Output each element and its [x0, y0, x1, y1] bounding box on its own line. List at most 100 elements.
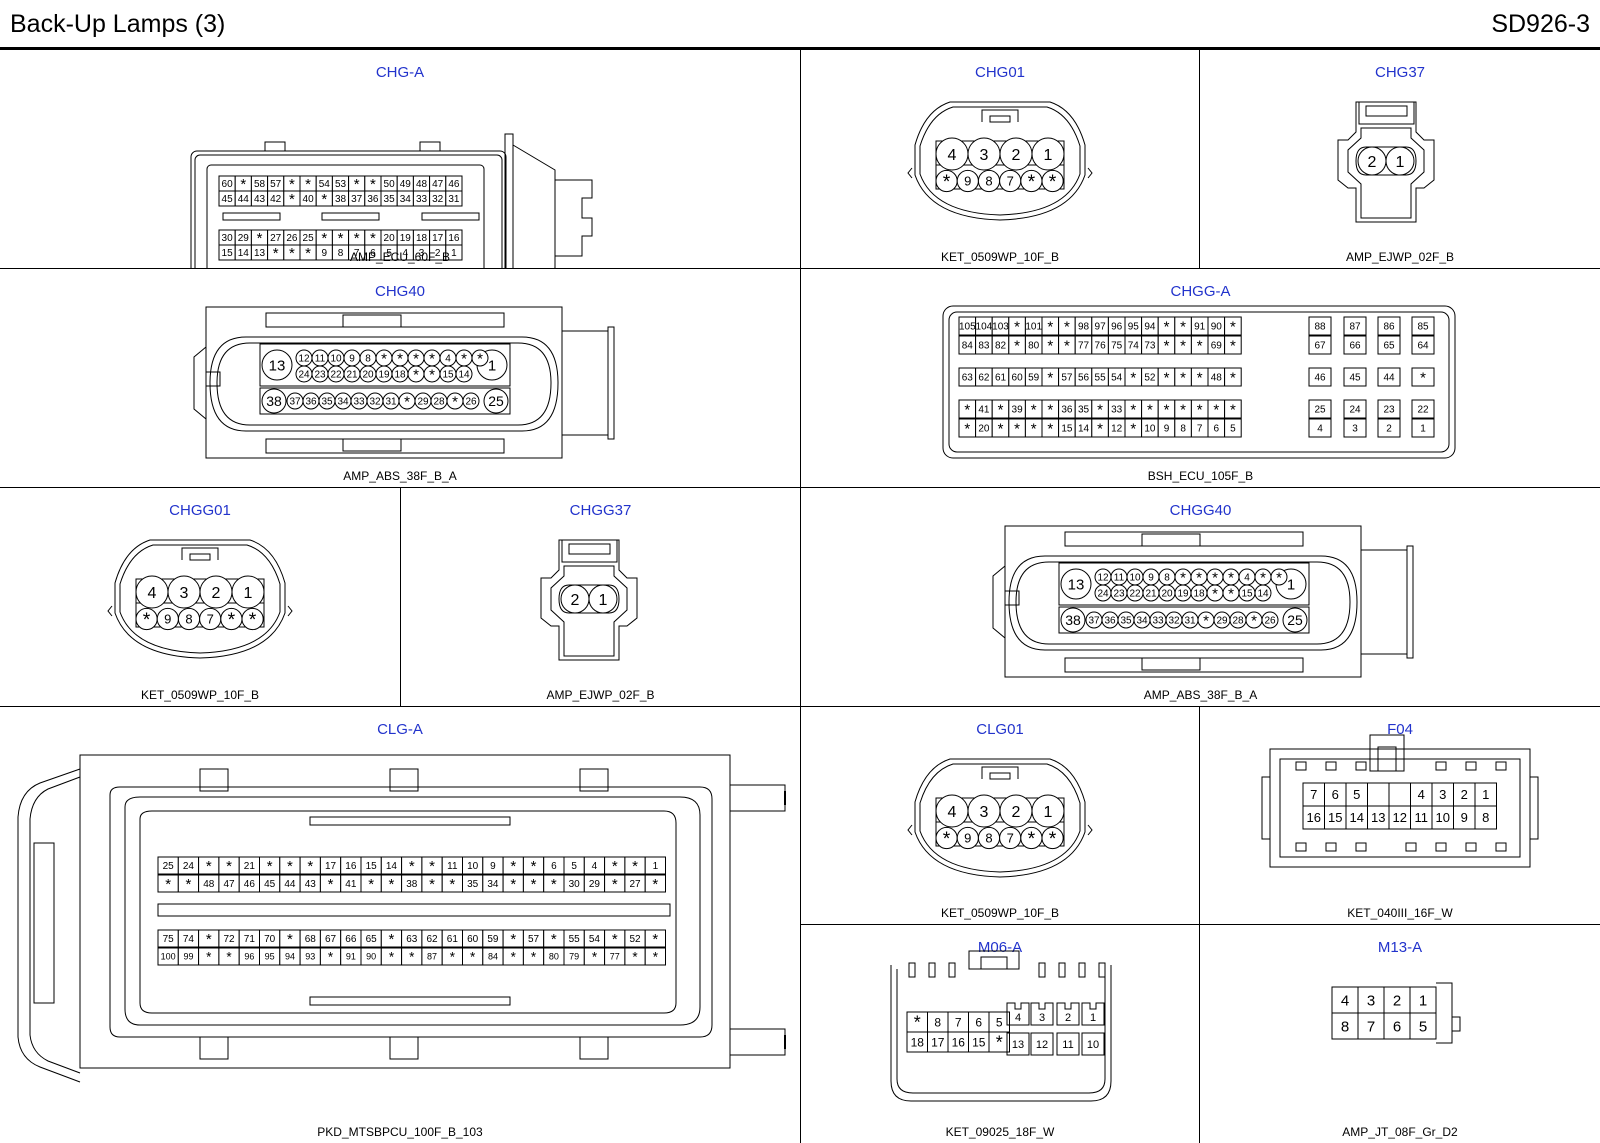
connector-outline — [1355, 761, 1367, 771]
pin-label: 57 — [528, 934, 540, 945]
pin-label: 62 — [978, 373, 990, 384]
empty-pin-label: * — [289, 191, 295, 208]
pin-cell — [1308, 335, 1332, 355]
pin-label: 90 — [366, 952, 376, 962]
pin-label: 96 — [1111, 322, 1123, 333]
connector-outline — [729, 784, 786, 812]
pin-label: 82 — [995, 341, 1007, 352]
connector-outline — [729, 1028, 786, 1056]
connector-outline — [907, 824, 1093, 836]
empty-pin-label: * — [321, 230, 327, 247]
pin-label: 33 — [416, 194, 428, 205]
connector-outline — [1056, 1032, 1080, 1056]
pin-label: 3 — [419, 248, 425, 259]
pin-cell — [445, 244, 463, 261]
pin-label: 95 — [265, 952, 275, 962]
pin-cell — [1308, 418, 1332, 438]
pin-label: 77 — [1078, 341, 1090, 352]
empty-pin-label: * — [1130, 370, 1136, 387]
pin-label: 61 — [447, 934, 459, 945]
empty-pin-label: * — [257, 230, 263, 247]
connector-outline — [935, 821, 1065, 847]
pin-label: 1 — [653, 861, 659, 872]
connector-outline — [907, 167, 1093, 179]
pin-cell — [1411, 399, 1435, 419]
pin-cell — [1343, 418, 1367, 438]
connector-outline — [1279, 758, 1521, 858]
pin-label: 32 — [369, 397, 381, 408]
connector-outline — [1141, 657, 1201, 671]
empty-pin-label: * — [1196, 570, 1202, 587]
pin-label: 15 — [1241, 589, 1253, 600]
empty-pin-label: * — [249, 609, 257, 631]
pin-circle — [1270, 568, 1288, 586]
pin-label: 33 — [1152, 616, 1164, 627]
connector-name: CHGG-A — [1170, 283, 1231, 300]
empty-pin-label: * — [289, 176, 295, 193]
pin-label: 10 — [1436, 810, 1450, 825]
connector-outline — [928, 962, 936, 978]
empty-pin-label: * — [354, 230, 360, 247]
pin-label: 63 — [406, 934, 418, 945]
pin-label: 3 — [1352, 424, 1358, 435]
empty-pin-label: * — [653, 949, 659, 964]
pin-cell — [1388, 782, 1411, 807]
pin-label: 63 — [962, 373, 974, 384]
empty-pin-label: * — [404, 394, 410, 411]
pin-cell — [988, 1031, 1010, 1053]
connector-part: AMP_ECU_60F_B — [349, 250, 451, 264]
pin-circle — [241, 607, 264, 631]
pin-label: 23 — [1383, 405, 1395, 416]
pin-label: 14 — [238, 248, 250, 259]
pin-label: 5 — [996, 1015, 1003, 1029]
pin-label: 36 — [367, 194, 379, 205]
pin-label: 8 — [1482, 810, 1489, 825]
empty-pin-label: * — [477, 351, 483, 368]
empty-pin-label: * — [389, 931, 395, 948]
pin-label: 48 — [203, 879, 215, 890]
connector-name: CHG01 — [974, 64, 1026, 81]
pin-label: 94 — [285, 952, 295, 962]
connector-outline — [935, 164, 1065, 190]
connector-outline — [908, 962, 916, 978]
pin-label: 20 — [384, 233, 396, 244]
connector-outline — [389, 1036, 419, 1060]
pin-label: 12 — [1111, 424, 1123, 435]
empty-pin-label: * — [305, 176, 311, 193]
pin-label: 76 — [1095, 341, 1107, 352]
empty-pin-label: * — [307, 858, 313, 875]
pin-label: 9 — [1164, 424, 1170, 435]
pin-cell — [1411, 367, 1435, 387]
pin-label: 60 — [222, 179, 234, 190]
pin-cell — [445, 190, 463, 207]
empty-pin-label: * — [1164, 370, 1170, 387]
pin-label: 15 — [972, 1035, 986, 1049]
empty-pin-label: * — [429, 351, 435, 368]
empty-pin-label: * — [1230, 402, 1236, 419]
empty-pin-label: * — [273, 245, 279, 262]
pin-cell — [1343, 367, 1367, 387]
pin-label: 91 — [1194, 322, 1206, 333]
empty-pin-label: * — [612, 858, 618, 875]
connector-outline — [914, 758, 1086, 878]
pin-label: 10 — [1144, 424, 1156, 435]
pin-label: 12 — [298, 354, 310, 365]
connector-outline — [512, 144, 593, 269]
pin-label: 8 — [1341, 1018, 1349, 1035]
pin-label: 28 — [1232, 616, 1244, 627]
pin-label: 8 — [365, 354, 371, 365]
empty-pin-label: * — [1212, 570, 1218, 587]
empty-pin-label: * — [1164, 319, 1170, 336]
empty-pin-label: * — [1180, 319, 1186, 336]
pin-label: 96 — [244, 952, 254, 962]
pin-label: 25 — [1287, 612, 1303, 628]
pin-cell — [1377, 367, 1401, 387]
pin-cell — [1224, 367, 1242, 387]
connector-outline — [561, 539, 618, 563]
pin-label: 4 — [1341, 992, 1349, 1009]
pin-circle — [1282, 607, 1308, 633]
connector-outline — [1355, 842, 1367, 852]
connector-outline — [948, 962, 956, 978]
